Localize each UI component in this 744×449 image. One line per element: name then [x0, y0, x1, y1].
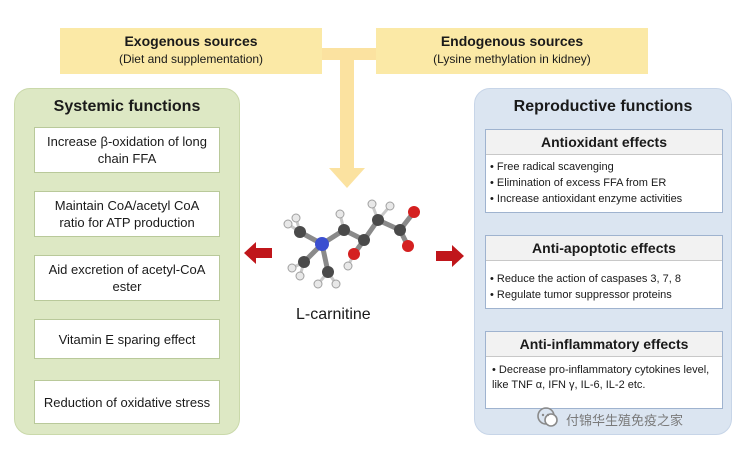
connector-stem	[340, 60, 354, 168]
anti-inflammatory-bullet: Decrease pro-inflammatory cytokines leve…	[486, 357, 722, 393]
antioxidant-effects-box: Antioxidant effects Free radical scaveng…	[485, 129, 723, 213]
reproductive-title: Reproductive functions	[513, 98, 693, 115]
exogenous-sources-box: Exogenous sources (Diet and supplementat…	[60, 28, 322, 74]
anti-apoptotic-bullets: Reduce the action of caspases 3, 7, 8 Re…	[486, 271, 722, 303]
list-item: Reduce the action of caspases 3, 7, 8	[490, 271, 718, 287]
systemic-item: Maintain CoA/acetyl CoA ratio for ATP pr…	[34, 191, 220, 237]
systemic-item: Aid excretion of acetyl-CoA ester	[34, 255, 220, 301]
l-carnitine-label: L-carnitine	[296, 306, 371, 323]
reproductive-functions-panel: Reproductive functions Antioxidant effec…	[474, 88, 732, 435]
list-item: Increase antioxidant enzyme activities	[490, 191, 718, 207]
wechat-icon	[537, 407, 558, 427]
systemic-item: Increase β-oxidation of long chain FFA	[34, 127, 220, 173]
connector-arrowhead	[329, 168, 365, 188]
antioxidant-bullets: Free radical scavenging Elimination of e…	[486, 159, 722, 207]
anti-inflammatory-effects-title: Anti-inflammatory effects	[486, 332, 722, 357]
endogenous-subtitle: (Lysine methylation in kidney)	[433, 52, 591, 66]
endogenous-sources-box: Endogenous sources (Lysine methylation i…	[376, 28, 648, 74]
arrow-right-icon	[436, 245, 464, 267]
arrow-left-icon	[244, 242, 272, 264]
anti-inflammatory-effects-box: Anti-inflammatory effects Decrease pro-i…	[485, 331, 723, 409]
endogenous-title: Endogenous sources	[440, 33, 584, 49]
systemic-functions-panel: Systemic functions Increase β-oxidation …	[14, 88, 240, 435]
watermark-text: 付锦华生殖免疫之家	[566, 413, 684, 428]
l-carnitine-molecule	[283, 199, 420, 289]
list-item: Free radical scavenging	[490, 159, 718, 175]
exogenous-subtitle: (Diet and supplementation)	[118, 52, 264, 66]
connector-bar	[300, 48, 390, 60]
systemic-title: Systemic functions	[53, 98, 201, 115]
systemic-item: Vitamin E sparing effect	[34, 319, 220, 359]
list-item: Regulate tumor suppressor proteins	[490, 287, 718, 303]
antioxidant-effects-title: Antioxidant effects	[486, 130, 722, 155]
list-item: Elimination of excess FFA from ER	[490, 175, 718, 191]
systemic-item: Reduction of oxidative stress	[34, 380, 220, 424]
exogenous-title: Exogenous sources	[124, 33, 258, 49]
anti-apoptotic-effects-box: Anti-apoptotic effects Reduce the action…	[485, 235, 723, 309]
anti-apoptotic-effects-title: Anti-apoptotic effects	[486, 236, 722, 261]
